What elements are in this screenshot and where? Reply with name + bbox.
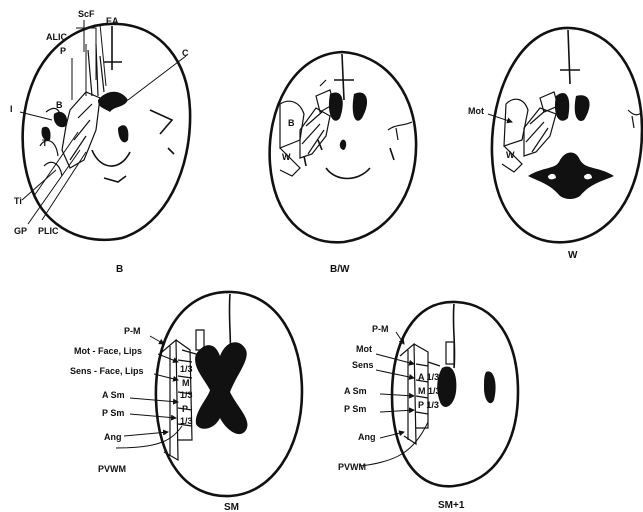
panel-sm: 1/3 M 1/3 P 1/3 P-M Mot - Face, Lips Sen… [70, 292, 302, 512]
panel-b-label-gp: GP [14, 226, 27, 236]
panel-b-label-b: B [56, 100, 63, 110]
panel-sm-label-sens: Sens - Face, Lips [70, 366, 144, 376]
panel-b-midline [104, 26, 122, 70]
panel-sm-gyri-strip [162, 340, 192, 460]
panel-sm-ventricle [195, 342, 247, 434]
panel-b-label-t: T [42, 138, 48, 148]
panel-bw-caption: B/W [330, 264, 350, 275]
panel-w-third-ventricle [528, 153, 614, 200]
panel-w-outline [492, 28, 642, 242]
panel-bw-basal-ganglia [300, 108, 330, 158]
panel-b-label-i: I [10, 104, 13, 114]
panel-sm-label-mot: Mot - Face, Lips [74, 346, 142, 356]
panel-sm1-label-psm: P Sm [344, 404, 366, 414]
panel-sm-frac2: 1/3 [180, 390, 193, 400]
panel-sm-label-pm: P-M [124, 326, 141, 336]
panel-b-label-scf: ScF [78, 9, 95, 19]
panel-b-ventricle [98, 92, 128, 112]
panel-sm1-caption: SM+1 [438, 500, 465, 511]
panel-w: Mot W W [468, 28, 642, 261]
panel-bw-ventricle-left [329, 92, 343, 120]
panel-b-label-alic: ALIC [46, 32, 67, 42]
panel-sm1-label-asm: A Sm [344, 386, 367, 396]
panel-bw: B W B/W [270, 52, 416, 275]
panel-sm1-label-ang: Ang [358, 432, 376, 442]
panel-sm1: A 1/3 M 1/3 P 1/3 P-M Mot Sens A Sm P Sm… [338, 302, 518, 511]
panel-b-label-c: C [182, 48, 189, 58]
panel-b-basal-ganglia [62, 92, 100, 168]
panel-w-label-w: W [506, 150, 515, 160]
panel-sm1-label-pm: P-M [372, 324, 389, 334]
panel-sm-label-ang: Ang [104, 432, 122, 442]
panel-sm-frac1: 1/3 [180, 364, 193, 374]
panel-b-label-plic: PLIC [38, 226, 59, 236]
panel-bw-label-w: W [282, 152, 291, 162]
panel-sm-label-pvwm: PVWM [98, 464, 126, 474]
panel-sm1-label-mot: Mot [356, 344, 372, 354]
panel-sm1-label-pvwm: PVWM [338, 462, 366, 472]
panel-sm1-p13: P 1/3 [418, 400, 439, 410]
panel-sm-caption: SM [224, 502, 239, 512]
panel-sm-frac3: 1/3 [180, 416, 193, 426]
panel-bw-ventricle-right [353, 92, 367, 120]
panel-b-label-p: P [60, 46, 66, 56]
panel-bw-label-b: B [288, 118, 295, 128]
panel-w-caption: W [568, 250, 578, 261]
panel-w-basal-ganglia [524, 108, 556, 156]
panel-sm-label-psm: P Sm [102, 408, 124, 418]
panel-b: ScF EA ALIC P C I B T Ti GP PLIC B [10, 9, 190, 275]
panel-sm1-m13: M 1/3 [418, 386, 441, 396]
panel-b-label-ea: EA [106, 16, 119, 26]
panel-sm-label-asm: A Sm [102, 390, 125, 400]
panel-w-ventricle-right [575, 95, 590, 121]
panel-sm1-a13: A 1/3 [418, 372, 439, 382]
panel-w-label-mot: Mot [468, 106, 484, 116]
panel-sm-m: M [182, 378, 190, 388]
panel-sm-p: P [182, 404, 188, 414]
panel-b-caption: B [116, 264, 123, 275]
panel-sm1-ventricle-right [484, 371, 496, 403]
panel-b-label-ti: Ti [14, 196, 22, 206]
panel-sm1-label-sens: Sens [352, 360, 374, 370]
